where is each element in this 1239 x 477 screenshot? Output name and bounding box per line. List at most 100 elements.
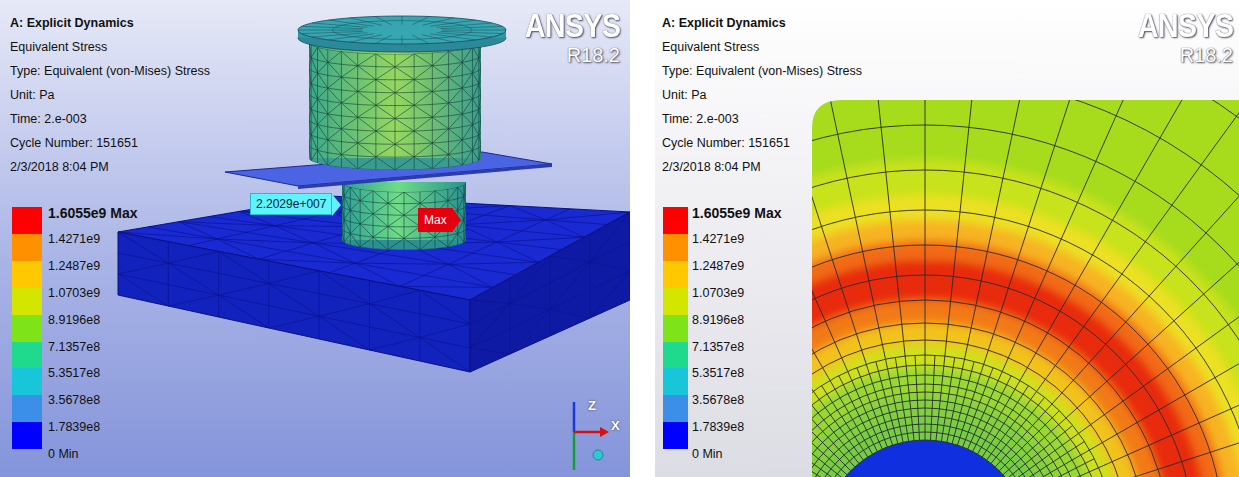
mesh-line	[464, 205, 466, 219]
mesh-line	[344, 196, 350, 210]
legend-label: 5.3517e8	[48, 366, 100, 381]
mesh-line	[118, 253, 470, 324]
mesh-line	[402, 35, 403, 44]
mesh-line	[309, 83, 311, 93]
mesh-line	[395, 131, 414, 144]
mesh-line	[328, 154, 342, 165]
mesh-line	[478, 45, 479, 161]
mesh-line	[1016, 450, 1090, 477]
mesh-line	[341, 103, 357, 117]
mesh-line	[341, 91, 357, 102]
mesh-line	[373, 191, 374, 249]
mesh-line	[420, 290, 470, 324]
mesh-line	[720, 340, 1130, 477]
mesh-line	[309, 119, 311, 135]
legend-label: 1.2487e9	[692, 259, 744, 274]
top-disc-mesh	[298, 16, 506, 44]
mesh-line	[319, 271, 369, 304]
mesh-line	[118, 232, 217, 239]
mesh-line	[311, 83, 317, 98]
mesh-line	[479, 58, 481, 68]
mesh-line	[852, 0, 905, 356]
mesh-line	[945, 0, 998, 356]
analysis-title: A: Explicit Dynamics	[662, 16, 786, 31]
mesh-line	[369, 281, 370, 350]
mesh-line	[510, 278, 511, 354]
probe-callout: 2.2029e+007	[250, 193, 332, 215]
mesh-line	[464, 228, 466, 242]
mesh-line	[472, 47, 478, 57]
legend-label: 7.1357e8	[692, 340, 744, 355]
mesh-line	[464, 182, 466, 196]
mesh-line	[318, 125, 328, 140]
mesh-line	[319, 304, 369, 317]
mesh-line	[1099, 260, 1239, 467]
brand-logo: ANSYS	[525, 6, 620, 44]
mesh-line	[991, 397, 1044, 463]
mesh-line	[404, 192, 405, 250]
mesh-line	[420, 324, 470, 337]
mesh-line	[350, 18, 382, 25]
mesh-line	[550, 309, 590, 318]
mesh-line	[318, 73, 328, 88]
legend-label: 1.0703e9	[692, 286, 744, 301]
legend-label: 1.6055e9 Max	[692, 205, 782, 221]
mesh-line	[437, 33, 492, 37]
mesh-line	[957, 364, 983, 445]
mesh-line	[930, 355, 934, 440]
mesh-line	[355, 263, 448, 264]
mesh-line	[344, 187, 350, 196]
mesh-line	[317, 47, 318, 163]
mesh-line	[328, 88, 342, 103]
mesh-line	[510, 309, 550, 354]
mesh-line	[357, 53, 358, 169]
mesh-line	[373, 191, 388, 204]
mesh-line	[312, 33, 367, 37]
mesh-line	[984, 0, 1142, 364]
mesh-line	[313, 243, 355, 263]
mesh-line	[328, 62, 342, 77]
analysis-title: A: Explicit Dynamics	[10, 16, 134, 31]
mesh-line	[376, 118, 395, 131]
mesh-line	[432, 77, 448, 91]
mesh-line	[358, 131, 376, 143]
mesh-line	[470, 271, 630, 348]
mesh-line	[388, 226, 404, 238]
mesh-line	[414, 79, 432, 91]
mesh-line	[968, 371, 1003, 449]
mesh-line	[360, 191, 373, 201]
legend-label: 1.6055e9 Max	[48, 205, 138, 221]
mesh-line	[358, 66, 376, 80]
mesh-line	[311, 45, 312, 161]
mesh-line	[350, 201, 360, 211]
legend-swatch	[12, 315, 42, 342]
mesh-line	[342, 194, 466, 204]
mesh-line	[309, 145, 311, 161]
mesh-line	[435, 191, 448, 201]
mesh-line	[472, 58, 478, 73]
mesh-line	[1106, 329, 1239, 477]
mesh-line	[458, 196, 464, 210]
mesh-line	[462, 150, 472, 165]
mesh-line	[312, 23, 367, 27]
mesh-line	[302, 26, 364, 28]
mesh-line	[479, 83, 481, 93]
mesh-line	[941, 357, 954, 441]
mesh-line	[514, 0, 814, 391]
mesh-line	[414, 54, 415, 170]
stress-contour	[225, 0, 1239, 477]
mesh-line	[479, 119, 481, 135]
mesh-line	[462, 88, 472, 99]
mesh-line	[449, 51, 463, 62]
mesh-line	[373, 226, 388, 237]
mesh-line	[342, 228, 344, 242]
callout-value: Max	[424, 213, 447, 227]
mesh-line	[342, 219, 344, 228]
mesh-line	[414, 105, 432, 117]
mesh-line	[318, 47, 328, 62]
upper-cylinder-mesh	[309, 42, 481, 170]
version-label: R18.2	[1180, 44, 1233, 66]
mesh-line	[590, 271, 630, 318]
mesh-line	[857, 368, 887, 447]
legend-label: 3.5678e8	[692, 393, 744, 408]
